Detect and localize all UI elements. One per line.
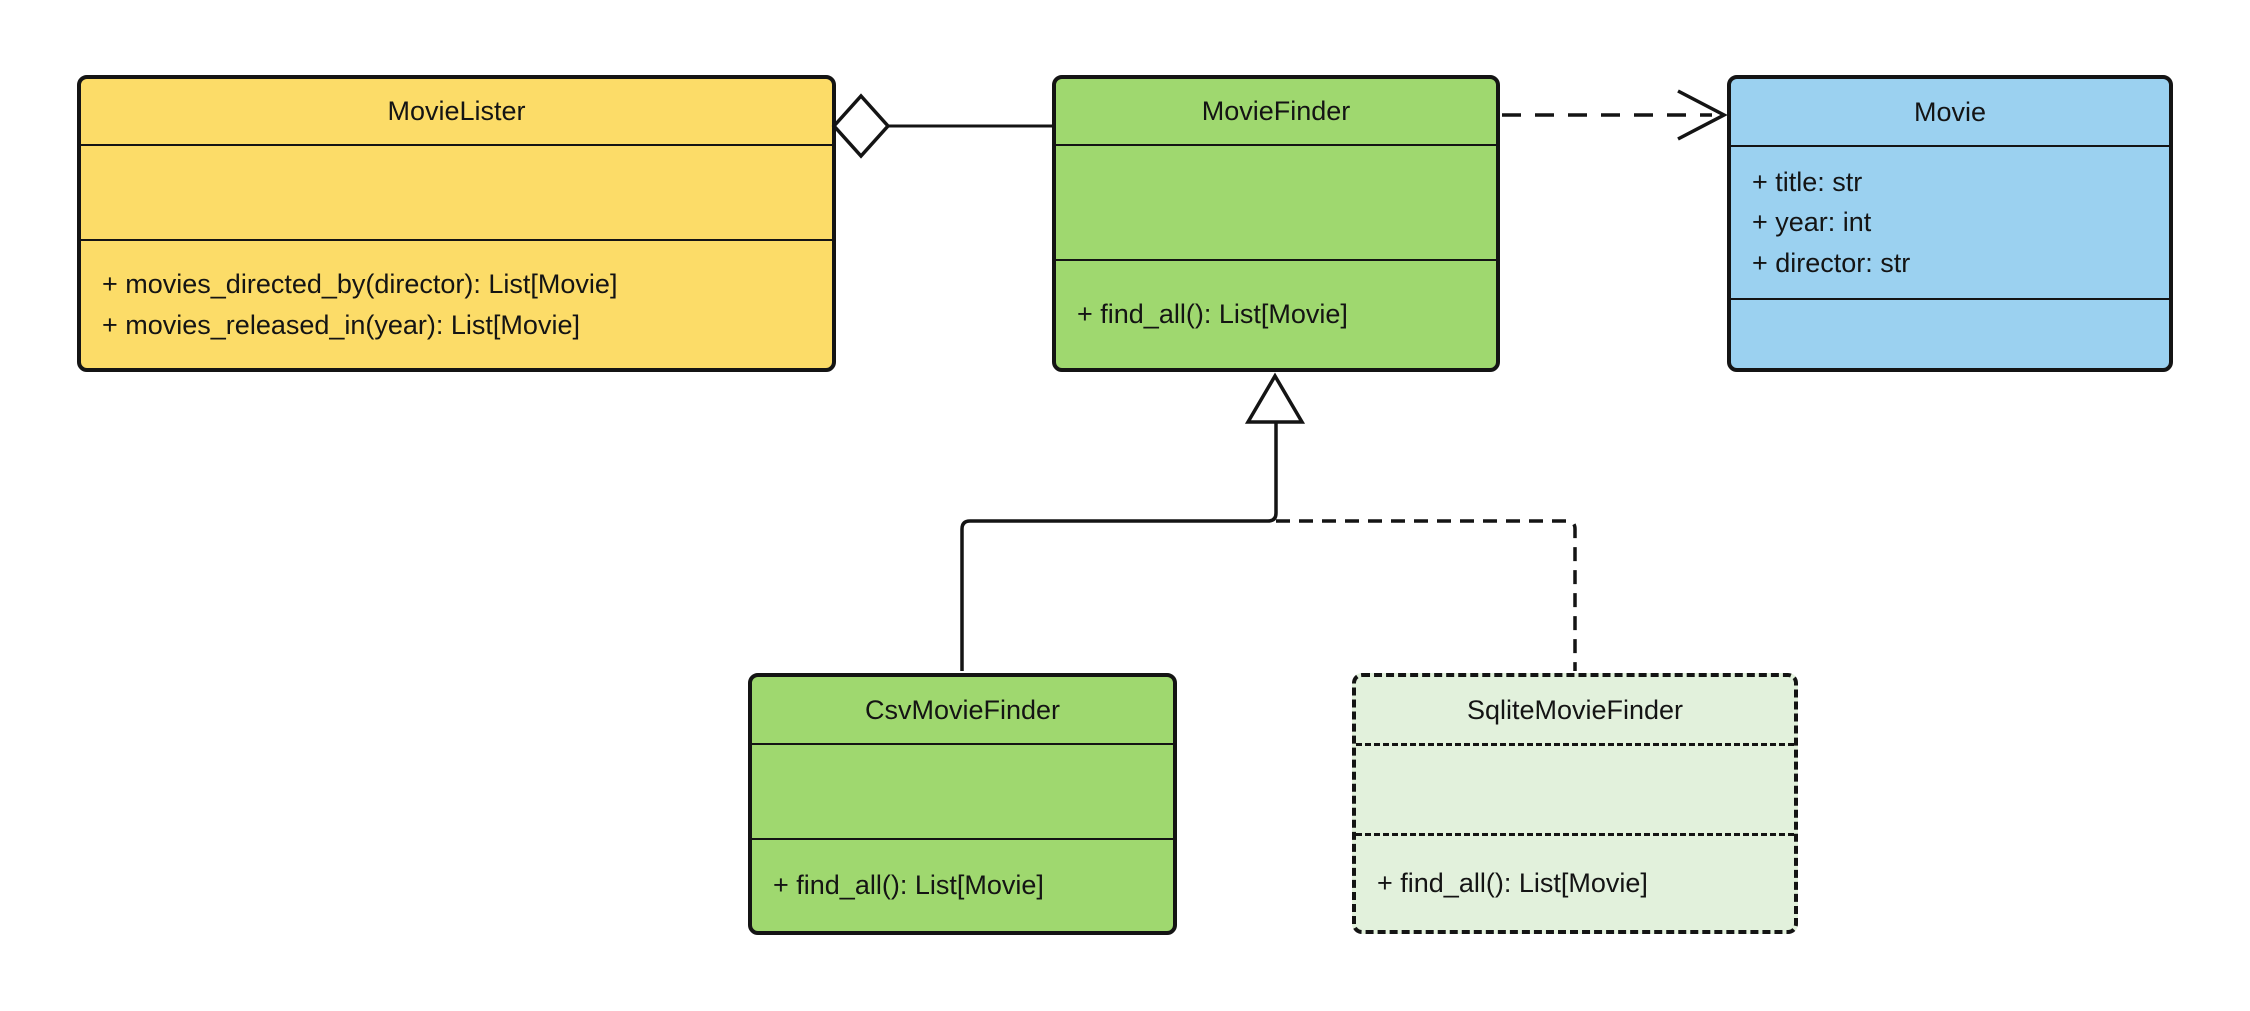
class-movie-methods-compartment <box>1731 298 2169 368</box>
class-name: SqliteMovieFinder <box>1466 694 1684 725</box>
class-name: Movie <box>1913 96 1987 127</box>
class-moviefinder: MovieFinder + find_all(): List[Movie] <box>1052 75 1500 372</box>
class-csvmoviefinder-methods-compartment: + find_all(): List[Movie] <box>752 838 1173 931</box>
class-name: CsvMovieFinder <box>864 694 1061 725</box>
method-row: + movies_released_in(year): List[Movie] <box>102 309 580 340</box>
class-movielister-attributes-compartment <box>81 144 832 239</box>
generalization-hollow-triangle <box>1244 372 1306 424</box>
method-row: + find_all(): List[Movie] <box>1077 299 1348 330</box>
generalization-dashed-branch-sqlitemoviefinder <box>1276 519 1577 671</box>
class-csvmoviefinder: CsvMovieFinder + find_all(): List[Movie] <box>748 673 1177 935</box>
method-row: + movies_directed_by(director): List[Mov… <box>102 269 618 299</box>
class-moviefinder-methods-compartment: + find_all(): List[Movie] <box>1056 259 1496 368</box>
method-row: + find_all(): List[Movie] <box>773 870 1044 901</box>
generalization-connector <box>960 372 1577 671</box>
class-name: MovieFinder <box>1201 96 1351 126</box>
dependency-connector-moviefinder-movie <box>1502 89 1728 141</box>
class-movie: Movie + title: str + year: int + directo… <box>1727 75 2173 372</box>
class-sqlitemoviefinder-title-compartment: SqliteMovieFinder <box>1356 677 1794 743</box>
class-sqlitemoviefinder-attributes-compartment <box>1356 743 1794 833</box>
attribute-row: + year: int <box>1752 207 1872 238</box>
method-row: + find_all(): List[Movie] <box>1377 867 1648 898</box>
dependency-open-arrowhead <box>1677 89 1728 141</box>
class-csvmoviefinder-attributes-compartment <box>752 743 1173 838</box>
generalization-solid-branch-csvmoviefinder <box>960 422 1278 671</box>
class-sqlitemoviefinder-methods-compartment: + find_all(): List[Movie] <box>1356 833 1794 930</box>
class-name: MovieLister <box>387 96 526 126</box>
attribute-row: + director: str <box>1752 247 1911 278</box>
aggregation-connector-movielister-moviefinder <box>831 93 1052 159</box>
attribute-row: + title: str <box>1752 166 1863 197</box>
class-moviefinder-attributes-compartment <box>1056 144 1496 259</box>
class-csvmoviefinder-title-compartment: CsvMovieFinder <box>752 677 1173 743</box>
class-sqlitemoviefinder: SqliteMovieFinder + find_all(): List[Mov… <box>1352 673 1798 934</box>
class-movielister: MovieLister + movies_directed_by(directo… <box>77 75 836 372</box>
class-movie-title-compartment: Movie <box>1731 79 2169 145</box>
class-movielister-methods-compartment: + movies_directed_by(director): List[Mov… <box>81 239 832 368</box>
aggregation-diamond <box>831 93 891 159</box>
class-moviefinder-title-compartment: MovieFinder <box>1056 79 1496 144</box>
class-movie-attributes-compartment: + title: str + year: int + director: str <box>1731 145 2169 298</box>
class-movielister-title-compartment: MovieLister <box>81 79 832 144</box>
